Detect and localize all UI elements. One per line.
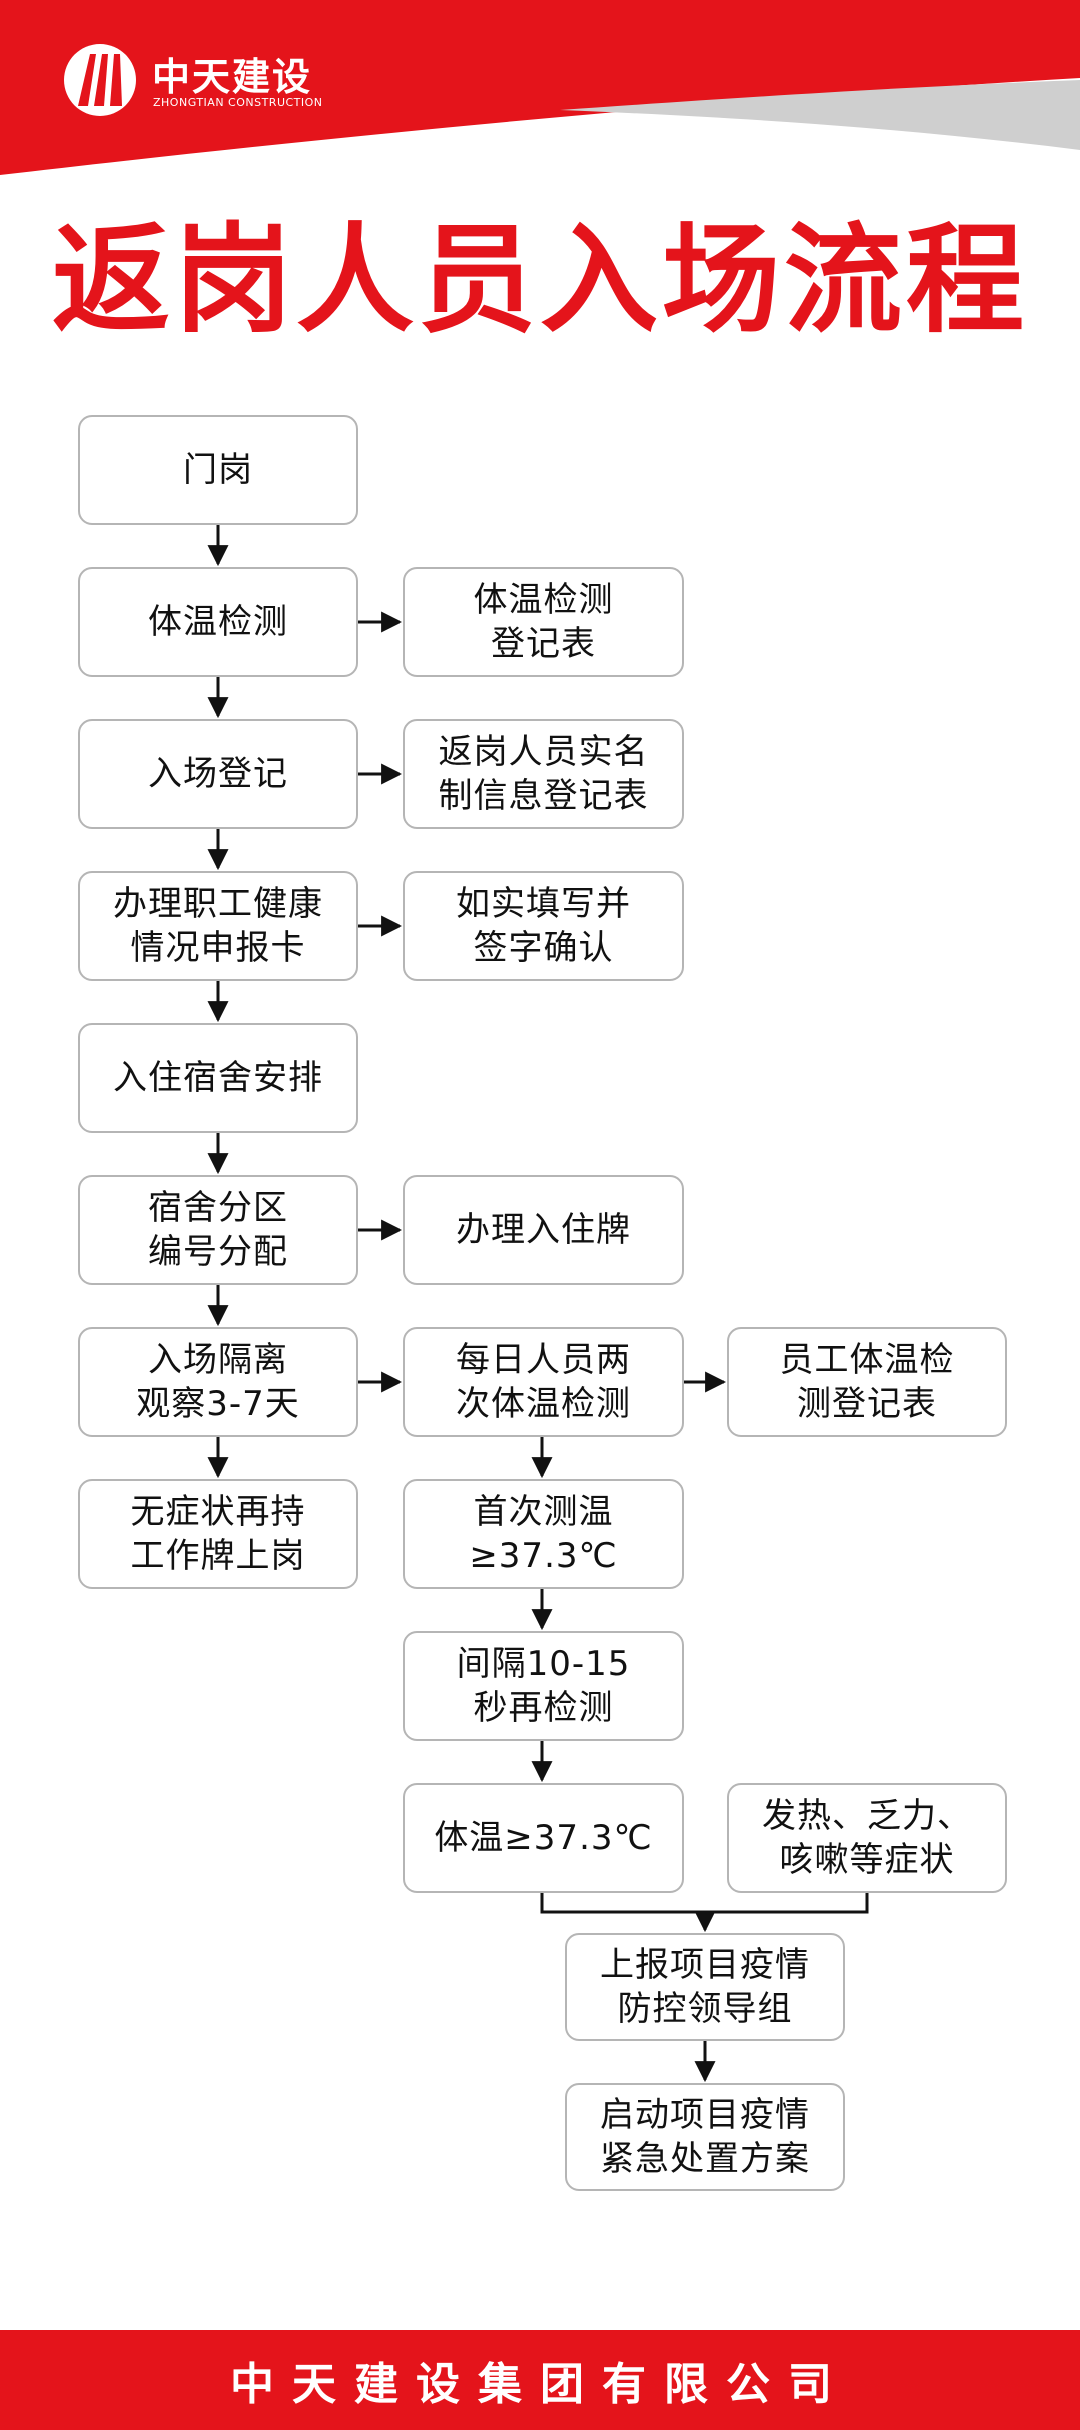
footer-company-name: 中天建设集团有限公司 xyxy=(230,2359,850,2410)
step-emergency-plan-label: 启动项目疫情 紧急处置方案 xyxy=(600,2095,810,2179)
step-gate: 门岗 xyxy=(78,415,358,525)
step-entry-register: 入场登记 xyxy=(78,719,358,829)
step-fill-sign-label: 如实填写并 签字确认 xyxy=(456,884,631,968)
step-dorm-arrange-label: 入住宿舍安排 xyxy=(113,1058,323,1098)
step-health-card: 办理职工健康 情况申报卡 xyxy=(78,871,358,981)
company-logo-subtitle: ZHONGTIAN CONSTRUCTION xyxy=(153,96,323,109)
step-no-symptom-label: 无症状再持 工作牌上岗 xyxy=(130,1492,306,1576)
step-recheck-label: 间隔10-15 秒再检测 xyxy=(456,1644,631,1728)
step-fill-sign: 如实填写并 签字确认 xyxy=(403,871,684,981)
step-symptoms: 发热、乏力、 咳嗽等症状 xyxy=(727,1783,1007,1893)
step-dorm-zone-label: 宿舍分区 编号分配 xyxy=(148,1188,288,1272)
step-temperature-form-label: 体温检测 登记表 xyxy=(473,580,614,664)
step-twice-daily-check: 每日人员两 次体温检测 xyxy=(403,1327,684,1437)
step-staff-temperature-form-label: 员工体温检 测登记表 xyxy=(779,1340,955,1424)
step-health-card-label: 办理职工健康 情况申报卡 xyxy=(113,884,323,968)
step-temperature-check-label: 体温检测 xyxy=(148,602,288,642)
company-logo: 中天建设 ZHONGTIAN CONSTRUCTION xyxy=(60,40,380,130)
step-first-temperature-label: 首次测温 ≥37.3℃ xyxy=(469,1492,618,1576)
step-dorm-badge-label: 办理入住牌 xyxy=(456,1210,631,1250)
step-symptoms-label: 发热、乏力、 咳嗽等症状 xyxy=(762,1796,972,1880)
step-temperature-check: 体温检测 xyxy=(78,567,358,677)
step-isolation-label: 入场隔离 观察3-7天 xyxy=(136,1340,300,1424)
step-isolation: 入场隔离 观察3-7天 xyxy=(78,1327,358,1437)
step-gate-label: 门岗 xyxy=(183,450,253,490)
step-report-leadership-label: 上报项目疫情 防控领导组 xyxy=(600,1945,810,2029)
step-emergency-plan: 启动项目疫情 紧急处置方案 xyxy=(565,2083,845,2191)
step-temperature-high-label: 体温≥37.3℃ xyxy=(434,1818,653,1858)
step-temperature-form: 体温检测 登记表 xyxy=(403,567,684,677)
footer-banner: 中天建设集团有限公司 xyxy=(0,2330,1080,2430)
step-entry-register-label: 入场登记 xyxy=(148,754,288,794)
page-title: 返岗人员入场流程 xyxy=(51,211,1028,349)
company-logo-icon xyxy=(64,44,136,116)
step-no-symptom: 无症状再持 工作牌上岗 xyxy=(78,1479,358,1589)
step-dorm-arrange: 入住宿舍安排 xyxy=(78,1023,358,1133)
merge-line-high-symptoms xyxy=(540,1893,869,1914)
step-dorm-badge: 办理入住牌 xyxy=(403,1175,684,1285)
step-temperature-high: 体温≥37.3℃ xyxy=(403,1783,684,1893)
step-staff-temperature-form: 员工体温检 测登记表 xyxy=(727,1327,1007,1437)
header-banner: 中天建设 ZHONGTIAN CONSTRUCTION xyxy=(0,0,1080,190)
step-recheck: 间隔10-15 秒再检测 xyxy=(403,1631,684,1741)
header-background xyxy=(0,0,1080,190)
step-first-temperature: 首次测温 ≥37.3℃ xyxy=(403,1479,684,1589)
step-realname-form: 返岗人员实名 制信息登记表 xyxy=(403,719,684,829)
step-report-leadership: 上报项目疫情 防控领导组 xyxy=(565,1933,845,2041)
step-realname-form-label: 返岗人员实名 制信息登记表 xyxy=(438,732,649,816)
step-twice-daily-check-label: 每日人员两 次体温检测 xyxy=(456,1340,631,1424)
step-dorm-zone: 宿舍分区 编号分配 xyxy=(78,1175,358,1285)
company-logo-name: 中天建设 xyxy=(152,55,313,99)
